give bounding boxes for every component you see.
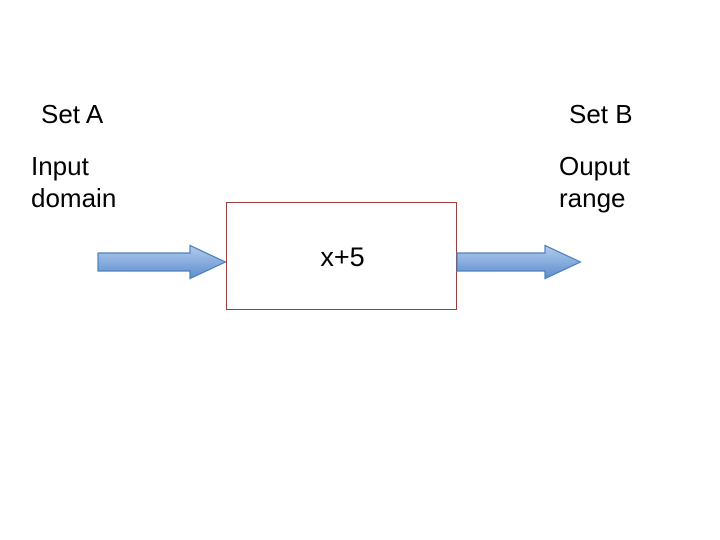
function-expression: x+5 bbox=[320, 241, 365, 272]
input-domain-line1: Input bbox=[31, 151, 89, 181]
output-range-line2: range bbox=[559, 183, 626, 213]
output-range-line1: Ouput bbox=[559, 151, 630, 181]
input-arrow-icon bbox=[97, 244, 227, 280]
output-arrow-icon bbox=[456, 244, 582, 280]
set-a-label: Set A bbox=[41, 99, 104, 129]
input-domain-line2: domain bbox=[31, 183, 117, 213]
set-b-label: Set B bbox=[569, 99, 633, 129]
function-box: x+5 bbox=[226, 202, 457, 310]
